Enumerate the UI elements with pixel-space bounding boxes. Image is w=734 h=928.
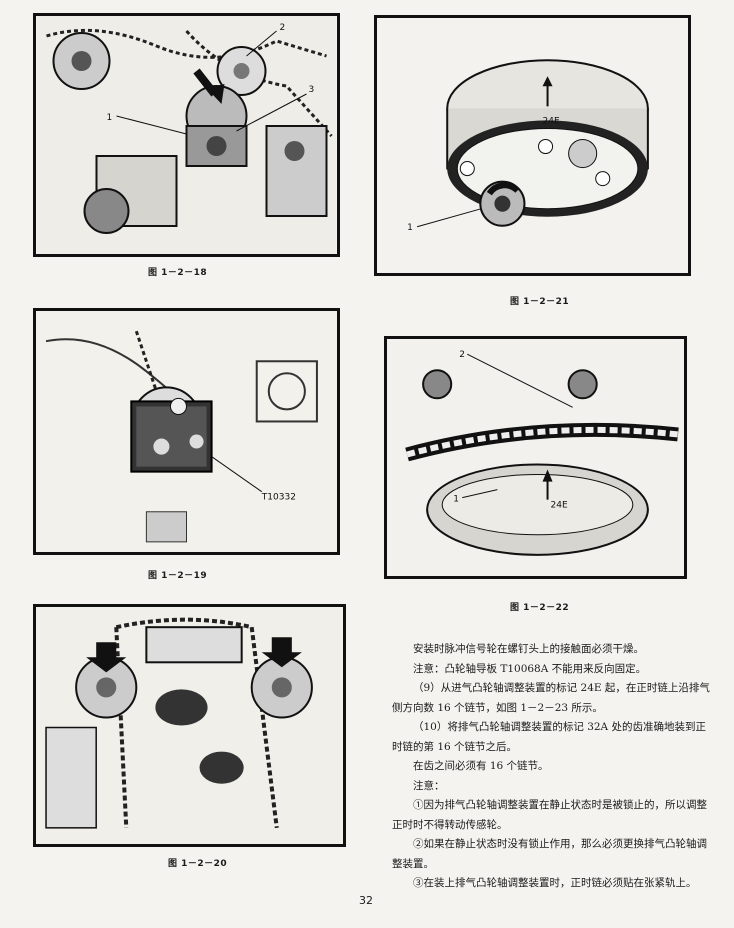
paragraph: （9）从进气凸轮轴调整装置的标记 24E 起，在正时链上沿排气侧方向数 16 个…	[392, 682, 710, 714]
figure-caption: 图 1－2－21	[510, 297, 570, 307]
callout-3: 3	[309, 85, 315, 95]
figure-1-2-21: 24E 1	[374, 15, 691, 276]
figure-caption: 图 1－2－22	[510, 603, 570, 613]
engine-illustration-19: T10332	[36, 311, 337, 552]
callout-tool: T10332	[261, 493, 296, 503]
engine-illustration-18: 1 2 3	[36, 16, 337, 254]
callout-24e: 24E	[551, 501, 568, 511]
paragraph: 在齿之间必须有 16 个链节。	[413, 760, 549, 772]
figure-1-2-18: 1 2 3	[33, 13, 340, 257]
callout-1: 1	[107, 113, 113, 123]
figure-1-2-22: 2 1 24E	[384, 336, 687, 579]
figure-caption: 图 1－2－18	[148, 268, 208, 278]
engine-illustration-20	[36, 607, 343, 844]
callout-24e: 24E	[543, 116, 560, 126]
callout-1: 1	[453, 495, 459, 505]
paragraph: （10）将排气凸轮轴调整装置的标记 32A 处的齿准确地装到正时链的第 16 个…	[392, 721, 706, 753]
instruction-text: 安装时脉冲信号轮在螺钉头上的接触面必须干燥。 注意：凸轮轴导板 T10068A …	[392, 640, 710, 894]
figure-caption: 图 1－2－20	[168, 859, 228, 869]
camshaft-illustration-21: 24E 1	[377, 18, 688, 273]
paragraph: 注意：凸轮轴导板 T10068A 不能用来反向固定。	[413, 662, 647, 675]
paragraph: ②如果在静止状态时没有锁止作用，那么必须更换排气凸轮轴调整装置。	[392, 838, 707, 870]
paragraph: ③在装上排气凸轮轴调整装置时，正时链必须贴在张紧轨上。	[413, 877, 697, 889]
camshaft-illustration-22: 2 1 24E	[387, 339, 684, 576]
paragraph: 注意：	[413, 779, 445, 792]
paragraph: 安装时脉冲信号轮在螺钉头上的接触面必须干燥。	[413, 643, 644, 655]
paragraph: ①因为排气凸轮轴调整装置在静止状态时是被锁止的，所以调整正时时不得转动传感轮。	[392, 799, 707, 831]
figure-caption: 图 1－2－19	[148, 571, 208, 581]
page-number: 32	[359, 894, 373, 907]
figure-1-2-19: T10332	[33, 308, 340, 555]
figure-1-2-20	[33, 604, 346, 847]
callout-2: 2	[280, 23, 286, 33]
callout-2: 2	[459, 350, 465, 360]
callout-1: 1	[407, 223, 413, 233]
